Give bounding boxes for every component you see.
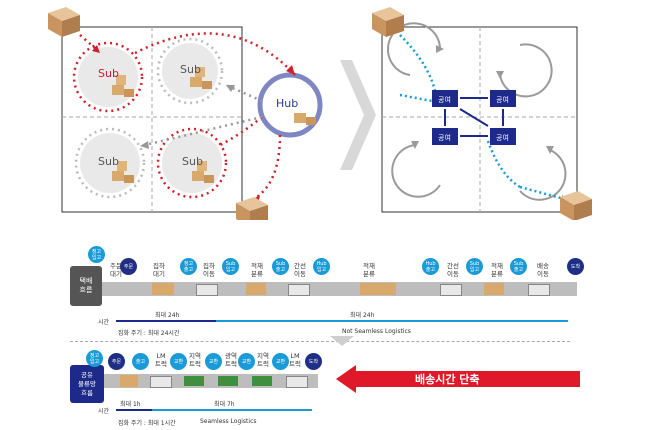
truck-icon xyxy=(288,284,310,296)
step-order-wait: 주문 대기 xyxy=(110,262,122,278)
step-load-sort-3: 적재 분류 xyxy=(491,262,503,278)
pickup-cycle-label: 집화 주기 : 최대 24시간 xyxy=(118,330,180,337)
node-label-4: 공여 xyxy=(496,133,509,142)
sub-label-4: Sub xyxy=(182,155,203,168)
node-3 xyxy=(432,128,458,145)
truck-icon xyxy=(440,284,462,296)
seamless-label: Seamless Logistics xyxy=(200,418,257,425)
source-box xyxy=(48,7,80,37)
tag-exchange-3: 교환 xyxy=(238,353,255,370)
time-label: 시간 xyxy=(98,408,110,415)
truck-icon xyxy=(252,376,272,386)
tag-order: 주문 xyxy=(120,258,137,275)
hub-label: Hub xyxy=(276,97,298,110)
box-pile-icon xyxy=(120,375,138,387)
step-delivery-move: 배송 이동 xyxy=(537,262,549,278)
destination-box xyxy=(236,197,268,220)
truck-icon xyxy=(528,284,550,296)
delivery-time-reduction-arrow xyxy=(336,365,580,393)
step-regional-truck-1: 지역 트럭 xyxy=(189,352,201,368)
time-label: 시간 xyxy=(98,319,110,326)
sub-hub-diagram: Sub Sub Sub Sub Hub xyxy=(48,7,323,220)
step-regional-truck-2: 지역 트럭 xyxy=(257,352,269,368)
time-max-1: 최대 24h xyxy=(155,312,180,319)
pickup-cycle-label: 집화 주기 : 최대 1시간 xyxy=(118,420,176,427)
hub-boxes xyxy=(294,113,316,125)
step-wide-truck: 광역 트럭 xyxy=(225,352,237,368)
box-pile-icon xyxy=(152,283,174,295)
box-pile-4 xyxy=(192,161,214,183)
time-max-7h: 최대 7h xyxy=(214,401,235,408)
time-max-1h: 최대 1h xyxy=(120,401,141,408)
section-divider xyxy=(70,341,570,342)
step-trunk-move-1: 간선 이동 xyxy=(294,262,306,278)
destination-box xyxy=(560,191,592,220)
truck-icon xyxy=(218,376,238,386)
step-pickup-move: 집하 이동 xyxy=(203,262,215,278)
time-bar-light xyxy=(216,320,568,322)
tag-arrive: 도착 xyxy=(305,353,322,370)
node-label-1: 공여 xyxy=(438,95,451,104)
sub-label-3: Sub xyxy=(98,155,119,168)
node-4 xyxy=(490,128,516,145)
box-pile-icon xyxy=(484,283,504,295)
node-label-2: 공여 xyxy=(496,95,509,104)
shared-network-diagram: 공여 공여 공여 공여 xyxy=(372,7,592,220)
not-seamless-label: Not Seamless Logistics xyxy=(342,328,411,335)
node-1 xyxy=(432,90,458,107)
time-bar-dark xyxy=(116,320,216,322)
truck-icon xyxy=(184,376,204,386)
box-pile-icon xyxy=(360,283,396,295)
step-lm-truck-1: LM 트럭 xyxy=(155,352,167,368)
box-pile-icon xyxy=(246,283,266,295)
node-2 xyxy=(490,90,516,107)
delivery-time-reduction-label: 배송시간 단축 xyxy=(415,373,480,386)
box-pile-2 xyxy=(190,67,212,89)
tag-exchange-4: 교환 xyxy=(272,353,289,370)
tag-ship-out: 출고 xyxy=(132,353,149,370)
sub-label-2: Sub xyxy=(180,63,201,76)
step-load-sort-2: 적재 분류 xyxy=(363,262,375,278)
time-max-2: 최대 24h xyxy=(350,312,375,319)
step-lm-truck-2: LM 트럭 xyxy=(289,352,301,368)
truck-icon xyxy=(150,376,172,388)
sub-label-1: Sub xyxy=(98,67,119,80)
source-box xyxy=(372,7,404,37)
box-pile-1 xyxy=(112,75,134,97)
truck-icon xyxy=(196,284,218,296)
truck-icon xyxy=(286,376,308,388)
step-trunk-move-2: 간선 이동 xyxy=(447,262,459,278)
time-bar-dark xyxy=(116,409,152,411)
tag-arrive: 도착 xyxy=(567,258,584,275)
tag-order: 주문 xyxy=(108,353,125,370)
time-bar-light xyxy=(152,409,312,411)
chevron-right-icon xyxy=(340,60,376,170)
tag-exchange-1: 교환 xyxy=(170,353,187,370)
step-load-sort-1: 적재 분류 xyxy=(251,262,263,278)
chevron-down-icon xyxy=(330,336,354,346)
tag-exchange-2: 교환 xyxy=(205,353,222,370)
box-pile-3 xyxy=(112,161,134,183)
node-label-3: 공여 xyxy=(438,133,451,142)
step-pickup-wait: 집하 대기 xyxy=(153,262,165,278)
